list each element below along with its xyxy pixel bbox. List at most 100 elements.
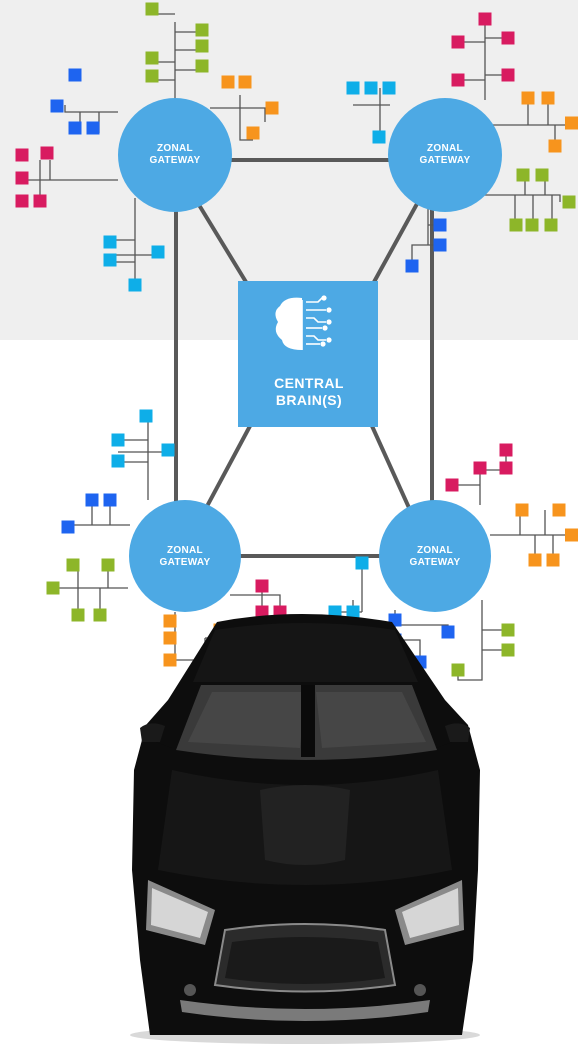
central-brain-label: CENTRAL BRAIN(S)	[274, 375, 344, 408]
ecu-node-blue	[433, 218, 447, 232]
ecu-node-green	[93, 608, 107, 622]
link-tl-central	[194, 198, 248, 284]
ecu-node-green	[101, 558, 115, 572]
ecu-node-magenta	[15, 194, 29, 208]
ecu-node-blue	[68, 121, 82, 135]
ecu-node-cyan	[382, 81, 396, 95]
ecu-node-green	[71, 608, 85, 622]
ecu-node-cyan	[355, 556, 369, 570]
branch-line	[411, 208, 440, 266]
ecu-node-magenta	[40, 146, 54, 160]
ecu-node-cyan	[111, 433, 125, 447]
branch-line	[490, 98, 572, 146]
ecu-node-blue	[61, 520, 75, 534]
ecu-node-green	[451, 663, 465, 677]
ecu-node-orange	[552, 503, 566, 517]
ecu-node-magenta	[451, 73, 465, 87]
branch-line	[210, 95, 266, 141]
gateway-label-top-left: ZONAL GATEWAY	[149, 143, 201, 166]
ecu-node-green	[46, 581, 60, 595]
ecu-node-green	[501, 623, 515, 637]
ecu-node-magenta	[255, 605, 269, 619]
branch-line	[22, 160, 118, 205]
gateway-label-bottom-right: ZONAL GATEWAY	[409, 545, 461, 568]
ecu-node-magenta	[478, 12, 492, 26]
ecu-node-orange	[265, 101, 279, 115]
ecu-node-magenta	[15, 171, 29, 185]
ecu-nodes	[15, 2, 578, 693]
ecu-node-green	[195, 59, 209, 73]
ecu-node-orange	[565, 528, 578, 542]
ecu-node-orange	[163, 631, 177, 645]
branch-line	[457, 600, 508, 681]
ai-brain-circuit-icon	[275, 295, 332, 350]
ecu-node-magenta	[501, 68, 515, 82]
gateway-top-left	[118, 98, 232, 212]
ecu-node-orange	[238, 75, 252, 89]
branch-line	[68, 500, 130, 526]
ecu-node-cyan	[364, 81, 378, 95]
ecu-node-orange	[221, 75, 235, 89]
ecu-node-green	[145, 51, 159, 65]
ecu-node-orange	[565, 116, 578, 130]
gateway-label-top-right: ZONAL GATEWAY	[419, 143, 471, 166]
ecu-node-magenta	[499, 443, 513, 457]
gateway-circles	[118, 98, 502, 612]
ecu-node-cyan	[111, 454, 125, 468]
ecu-node-green	[501, 643, 515, 657]
branch-line	[458, 20, 508, 100]
ecu-node-orange	[163, 653, 177, 667]
ecu-node-blue	[433, 238, 447, 252]
ecu-node-orange	[515, 503, 529, 517]
ecu-node-magenta	[499, 461, 513, 475]
ecu-node-magenta	[451, 35, 465, 49]
central-brain-box	[238, 281, 378, 427]
branch-line	[108, 198, 158, 285]
ecu-node-cyan	[346, 605, 360, 619]
gateway-top-right	[388, 98, 502, 212]
ecu-node-green	[195, 39, 209, 53]
ecu-node-green	[562, 195, 576, 209]
branch-line	[335, 563, 363, 613]
ecu-node-cyan	[161, 443, 175, 457]
ecu-node-green	[544, 218, 558, 232]
ecu-node-magenta	[15, 148, 29, 162]
ecu-node-cyan	[151, 245, 165, 259]
link-tr-central	[372, 201, 420, 283]
ecu-node-blue	[85, 493, 99, 507]
ecu-node-magenta	[501, 31, 515, 45]
ecu-node-green	[535, 168, 549, 182]
ecu-node-cyan	[346, 81, 360, 95]
branch-line	[55, 565, 128, 615]
ecu-node-cyan	[139, 409, 153, 423]
ecu-node-orange	[546, 553, 560, 567]
ecu-node-green	[145, 69, 159, 83]
ecu-node-orange	[528, 553, 542, 567]
link-bl-central	[203, 425, 252, 511]
ecu-node-green	[195, 23, 209, 37]
ecu-node-green	[509, 218, 523, 232]
branch-line	[490, 510, 578, 560]
ecu-node-green	[145, 2, 159, 16]
ecu-node-cyan	[128, 278, 142, 292]
gateway-bottom-left	[129, 500, 241, 612]
ecu-node-cyan	[103, 235, 117, 249]
ecu-node-magenta	[255, 579, 269, 593]
gateway-bottom-right	[379, 500, 491, 612]
ecu-node-blue	[68, 68, 82, 82]
ecu-node-orange	[246, 126, 260, 140]
ecu-node-blue	[86, 121, 100, 135]
ecu-node-orange	[548, 139, 562, 153]
ecu-node-green	[66, 558, 80, 572]
branch-line	[158, 13, 196, 100]
ecu-node-orange	[541, 91, 555, 105]
branch-line	[452, 450, 507, 505]
ecu-node-blue	[405, 259, 419, 273]
link-br-central	[370, 425, 412, 511]
branch-line	[353, 88, 390, 137]
ecu-node-orange	[521, 91, 535, 105]
ecu-node-green	[516, 168, 530, 182]
gateway-label-bottom-left: ZONAL GATEWAY	[159, 545, 211, 568]
branch-line	[478, 180, 561, 225]
